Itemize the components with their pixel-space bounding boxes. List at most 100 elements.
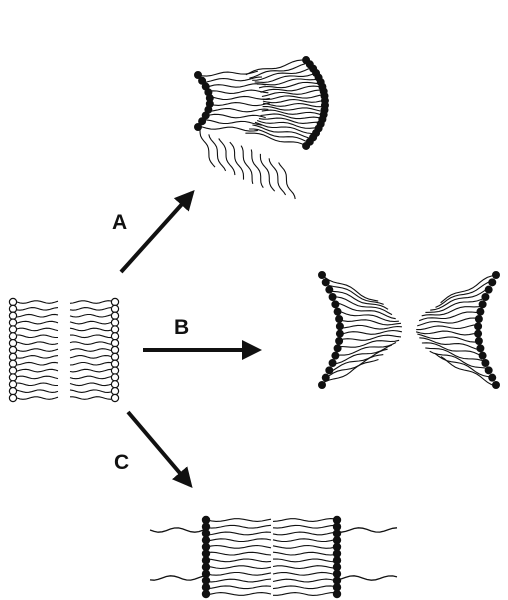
lipid-tail — [70, 315, 111, 318]
lipid-head-open — [111, 346, 118, 353]
lipid-head — [333, 537, 340, 544]
lipid-head — [202, 550, 209, 557]
lipid-head-open — [111, 360, 118, 367]
lipid-tail — [255, 73, 316, 83]
lipid-tail — [219, 139, 235, 176]
lipid-head — [475, 330, 482, 337]
lipid-tail — [17, 349, 58, 352]
lipid-head-open — [111, 319, 118, 326]
lipid-head — [195, 124, 202, 131]
lipid-head — [333, 530, 340, 537]
lipid-head — [493, 382, 500, 389]
lipid-tail — [207, 519, 271, 522]
lipid-tail — [17, 308, 58, 311]
lipid-tail — [17, 376, 58, 379]
lipid-head-open — [9, 394, 16, 401]
lipid-tail — [206, 84, 266, 88]
lipid-tail — [70, 335, 111, 338]
lipid-head — [333, 543, 340, 550]
lipid-tail — [208, 109, 268, 112]
lipid-head — [477, 308, 484, 315]
lipid-tail — [17, 335, 58, 338]
lipid-head-open — [9, 305, 16, 312]
lipid-tail — [70, 356, 111, 359]
lipid-head — [493, 272, 500, 279]
lipid-head — [333, 570, 340, 577]
lipid-tail — [202, 77, 262, 82]
lipid-tail — [339, 320, 401, 325]
lipid-tail — [416, 331, 478, 335]
lipid-tail — [273, 566, 335, 569]
lipid-head — [334, 308, 341, 315]
lipid-head — [333, 550, 340, 557]
lipid-head — [202, 577, 209, 584]
flat-lipid-bilayer — [9, 298, 118, 401]
lipid-tail — [263, 100, 325, 103]
lipid-tail — [340, 325, 402, 329]
lipid-head — [319, 272, 326, 279]
lipid-head-open — [9, 333, 16, 340]
lipid-head-open — [111, 394, 118, 401]
lipid-tail — [70, 328, 111, 331]
lipid-head — [482, 360, 489, 367]
lipid-head — [303, 143, 310, 150]
lipid-head — [479, 352, 486, 359]
lipid-head — [475, 316, 482, 323]
lipid-head-open — [111, 381, 118, 388]
lipid-tail — [337, 576, 397, 580]
lipid-tail — [273, 579, 335, 582]
lipid-tail — [279, 163, 296, 200]
lipid-head — [333, 516, 340, 523]
lipid-head — [333, 523, 340, 530]
lipid-tail — [273, 539, 335, 542]
lipid-head — [479, 301, 486, 308]
lipid-tail — [210, 96, 270, 99]
lipid-tail — [339, 335, 401, 340]
lipid-head-open — [9, 340, 16, 347]
lipid-tail — [273, 546, 335, 549]
lipid-head-open — [111, 305, 118, 312]
lipid-head — [489, 374, 496, 381]
lipid-tail — [417, 334, 479, 342]
lipid-tail — [198, 126, 258, 131]
lipid-head-open — [9, 353, 16, 360]
lipid-head — [202, 523, 209, 530]
lipid-tail — [273, 519, 335, 522]
lipid-tail — [207, 552, 271, 555]
lipid-head — [485, 286, 492, 293]
lipid-head — [336, 338, 343, 345]
lipid-tail — [207, 593, 271, 596]
lipid-tail — [207, 573, 271, 576]
lipid-head — [202, 570, 209, 577]
lipid-head — [202, 537, 209, 544]
lipid-head — [326, 367, 333, 374]
lipid-tail — [70, 342, 111, 345]
lipid-head — [489, 279, 496, 286]
lipid-head-open — [111, 326, 118, 333]
lipid-tail — [207, 525, 271, 528]
lipid-head — [329, 360, 336, 367]
lipid-head — [337, 330, 344, 337]
lipid-tail — [241, 146, 253, 184]
lipid-tail — [337, 528, 397, 532]
lipid-tail — [150, 528, 207, 532]
lipid-tail — [419, 312, 481, 321]
lipid-head — [332, 352, 339, 359]
lipid-head-open — [9, 381, 16, 388]
lipid-head — [337, 323, 344, 330]
arrow-b: B — [143, 316, 258, 350]
lipid-tail — [70, 362, 111, 365]
lipid-tail — [417, 318, 479, 326]
lipid-tail — [207, 539, 271, 542]
lipid-tail — [70, 397, 111, 400]
lipid-tail — [70, 321, 111, 324]
lipid-head-open — [111, 312, 118, 319]
lipid-head — [326, 286, 333, 293]
label-b: B — [174, 316, 189, 339]
lipid-head-open — [111, 333, 118, 340]
lipid-head — [482, 294, 489, 301]
lipid-tail — [207, 566, 271, 569]
lipid-tail — [70, 308, 111, 311]
lipid-tail — [200, 130, 215, 167]
lipid-tail — [340, 331, 402, 335]
